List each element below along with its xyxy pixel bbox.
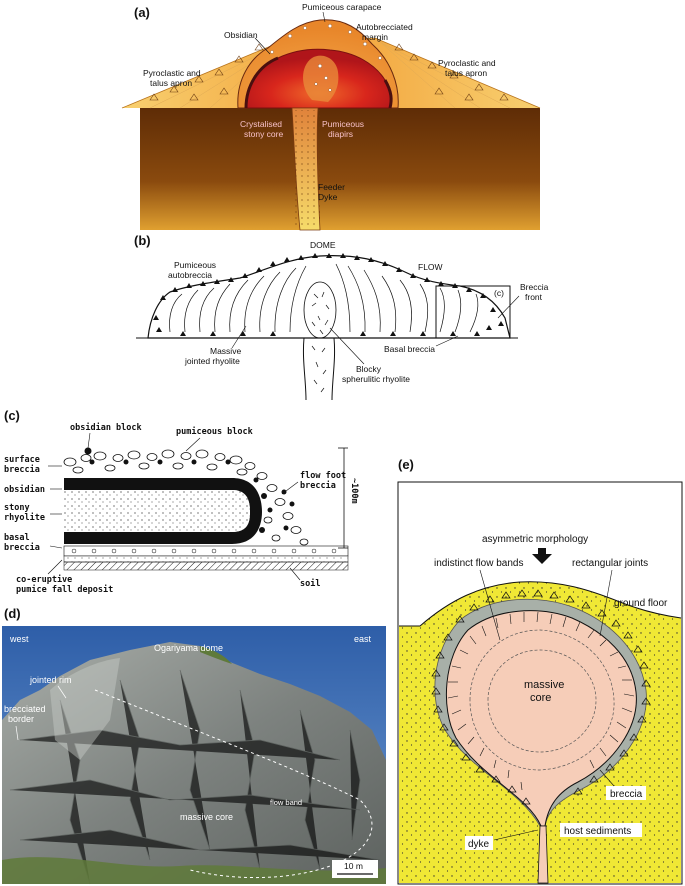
- flow-band-inner: [487, 649, 597, 753]
- rock-texture: [9, 669, 381, 885]
- label-feeder-2: Dyke: [318, 192, 338, 202]
- label-stony-2: rhyolite: [4, 512, 45, 523]
- label-autobrecciated-2: margin: [362, 32, 388, 42]
- ground-floor-line: [399, 581, 682, 627]
- panel-d-letter: (d): [4, 606, 21, 621]
- basal-breccia: [63, 545, 349, 557]
- label-pyroclastic-right-1: Pyroclastic and: [438, 58, 496, 68]
- panel-e-letter: (e): [398, 457, 414, 472]
- label-flow-band: flow band: [270, 798, 302, 807]
- label-surface-2: breccia: [4, 464, 40, 475]
- label-stony-core-2: stony core: [244, 129, 283, 139]
- label-breccia-e: breccia: [610, 789, 643, 800]
- panel-a: (a) Pumiceous carap: [121, 2, 541, 231]
- label-feeder-1: Feeder: [318, 182, 345, 192]
- panel-b-letter: (b): [134, 233, 151, 248]
- label-obsidian-block: obsidian block: [70, 422, 142, 433]
- label-west: west: [9, 634, 29, 644]
- label-soil: soil: [300, 578, 320, 589]
- apron-clasts: [149, 43, 509, 101]
- label-blocky-1: Blocky: [356, 364, 382, 374]
- arrow-down-icon: [532, 548, 552, 564]
- panel-b: (b): [134, 233, 549, 401]
- label-basal-breccia: Basal breccia: [384, 344, 435, 354]
- breccia-triangles-e: [431, 589, 651, 805]
- label-east: east: [354, 634, 372, 644]
- label-coeruptive-1: co-eruptive: [16, 574, 72, 585]
- panel-c-reference-box: [435, 285, 511, 339]
- label-massive-core-e2: core: [530, 692, 551, 704]
- label-diapirs-1: Pumiceous: [322, 119, 364, 129]
- surface-breccia-blocks: [63, 449, 309, 546]
- autobreccia-triangles: [153, 253, 504, 336]
- label-flow-foot-1: flow foot: [300, 471, 346, 481]
- panel-a-letter: (a): [134, 5, 150, 20]
- label-flow: FLOW: [418, 262, 443, 272]
- label-massive-1: Massive: [210, 346, 241, 356]
- label-stony-core-1: Crystalised: [240, 119, 282, 129]
- label-diapirs-2: diapirs: [328, 129, 353, 139]
- label-pyroclastic-left-2: talus apron: [150, 78, 192, 88]
- label-ground-floor: ground floor: [614, 598, 668, 609]
- label-massive-core-d: massive core: [180, 812, 233, 822]
- dome-joints: [169, 263, 479, 333]
- label-pumiceous-block: pumiceous block: [176, 426, 253, 437]
- label-breccia-front-1: Breccia: [520, 282, 549, 292]
- label-pumiceous-carapace: Pumiceous carapace: [302, 2, 382, 12]
- label-autobrecciated-1: Autobrecciated: [356, 22, 413, 32]
- label-obsidian: Obsidian: [224, 30, 258, 40]
- stony-rhyolite: [64, 490, 250, 532]
- label-dome: DOME: [310, 240, 336, 250]
- panel-d: (d) west east Ogariyama dome jointed rim…: [2, 606, 386, 885]
- carapace-pumice-dots: [270, 24, 382, 92]
- label-blocky-2: spherulitic rhyolite: [342, 374, 410, 384]
- massive-core: [445, 610, 637, 827]
- box-ref-label: (c): [494, 288, 504, 298]
- label-coeruptive-2: pumice fall deposit: [16, 584, 113, 595]
- label-asymmetric: asymmetric morphology: [482, 534, 588, 545]
- scale-100m: ~100m: [349, 478, 359, 504]
- ground-layer: [140, 108, 540, 230]
- label-indistinct-flow-bands: indistinct flow bands: [434, 558, 524, 569]
- label-stony-1: stony: [4, 503, 30, 513]
- photo-cliff: [2, 642, 386, 884]
- label-host-sediments: host sediments: [564, 826, 631, 837]
- rectangular-joints: [447, 611, 635, 791]
- label-flow-foot-2: breccia: [300, 480, 336, 491]
- soil-layer: [63, 561, 349, 571]
- panel-c: (c) ~100m obsidian block pumiceous block: [4, 408, 359, 595]
- label-pyroclastic-right-2: talus apron: [445, 68, 487, 78]
- label-massive-2: jointed rhyolite: [184, 356, 240, 366]
- feeder-ticks-b: [311, 345, 327, 393]
- label-autobreccia-1: Pumiceous: [174, 260, 216, 270]
- flow-band-outer: [469, 629, 615, 771]
- label-dyke-e: dyke: [468, 839, 490, 850]
- label-brecciated-1: brecciated: [4, 704, 46, 714]
- label-ogariyama: Ogariyama dome: [154, 643, 223, 653]
- label-obsidian-c: obsidian: [4, 484, 45, 495]
- label-jointed-rim: jointed rim: [29, 675, 72, 685]
- core-boundary: [94, 689, 373, 879]
- label-massive-core-e1: massive: [524, 679, 564, 691]
- label-autobreccia-2: autobreccia: [168, 270, 212, 280]
- panel-e: (e) asymmetric morphology indistinct flo…: [397, 457, 683, 885]
- label-scale-10m: 10 m: [344, 861, 363, 871]
- dyke-e: [537, 825, 549, 884]
- label-breccia-front-2: front: [525, 292, 543, 302]
- label-surface-1: surface: [4, 455, 40, 465]
- panel-c-letter: (c): [4, 408, 20, 423]
- obsidian-layer: [64, 478, 262, 544]
- label-rectangular-joints: rectangular joints: [572, 558, 648, 569]
- label-pyroclastic-left-1: Pyroclastic and: [143, 68, 201, 78]
- label-basal-2: breccia: [4, 542, 40, 553]
- label-basal-1: basal: [4, 533, 30, 543]
- blocky-ticks: [311, 291, 330, 335]
- pumiceous-diapirs: [303, 55, 339, 102]
- label-brecciated-2: border: [8, 714, 34, 724]
